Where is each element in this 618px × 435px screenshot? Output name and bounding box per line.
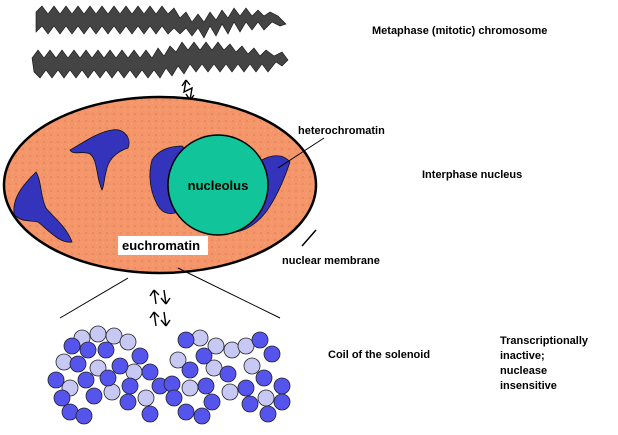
heterochromatin-label: heterochromatin [298,125,385,137]
heterochromatin-leader [277,137,325,169]
zoom-line-right [177,267,281,319]
reversible-arrow-lower [149,289,171,327]
metaphase-chromosome [31,5,289,79]
transcription-line-3: nuclease [500,365,547,377]
membrane-leader [301,229,317,247]
chromatin-blob-left [13,171,73,243]
euchromatin-label: euchromatin [122,238,200,253]
chromatid-upper [35,5,287,39]
leader-lines [59,137,325,319]
transcription-line-1: Transcriptionally [500,335,589,347]
chromatin-blob-upper-left [69,129,130,191]
zoom-line-left [59,277,129,319]
nucleolus [167,134,269,236]
solenoid-spheres-left [47,325,169,425]
transcription-line-4: insensitive [500,380,557,392]
metaphase-chromosome-label: Metaphase (mitotic) chromosome [372,25,547,37]
transcription-line-2: inactive; [500,350,545,362]
interphase-nucleus-label: Interphase nucleus [422,169,522,181]
euchromatin-label-bg [118,236,208,255]
nuclear-membrane-label: nuclear membrane [282,255,380,267]
chromatid-lower [31,41,289,79]
solenoid-spheres-right [163,329,291,425]
transcription-note: Transcriptionally inactive; nuclease ins… [500,335,589,392]
nucleolus-label: nucleolus [188,178,249,193]
solenoid-coil-label: Coil of the solenoid [328,349,430,361]
